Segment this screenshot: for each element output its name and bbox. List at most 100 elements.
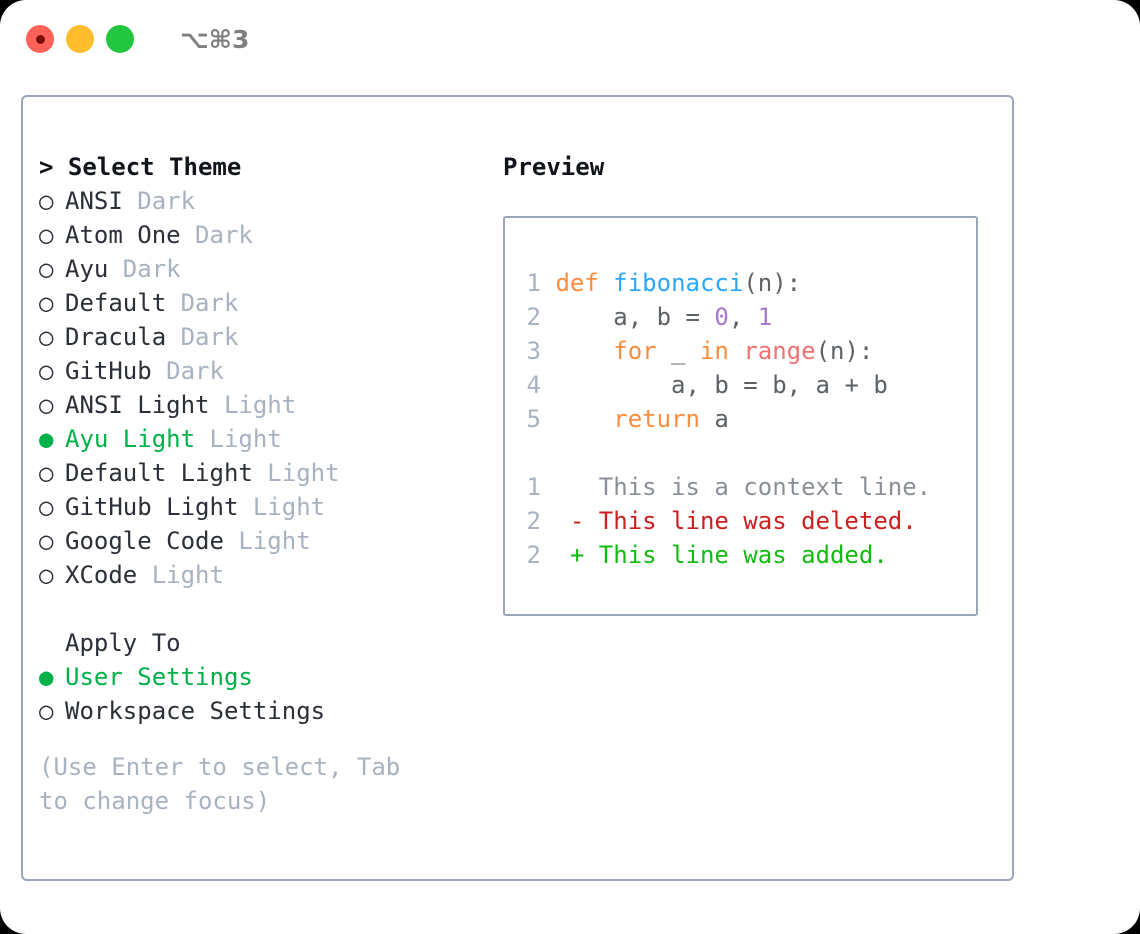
theme-name-label: ANSI xyxy=(65,187,138,215)
apply-to-list: ●User Settings ○ Workspace Settings xyxy=(39,660,469,728)
theme-list-item[interactable]: ○ANSI Dark xyxy=(39,184,469,218)
code-token xyxy=(555,405,613,433)
theme-name-label: XCode xyxy=(65,561,152,589)
radio-unselected-icon: ○ xyxy=(39,323,54,351)
theme-name-label: Ayu xyxy=(65,255,123,283)
main-panel: > Select Theme ○ANSI Dark○Atom One Dark○… xyxy=(21,95,1014,881)
radio-unselected-icon: ○ xyxy=(39,527,54,555)
code-line: 4 a, b = b, a + b xyxy=(519,368,976,402)
code-token xyxy=(729,337,743,365)
theme-variant-label: Dark xyxy=(180,323,239,351)
code-line: 1 def fibonacci(n): xyxy=(519,266,976,300)
radio-unselected-icon: ○ xyxy=(39,459,54,487)
diff-line: 2 + This line was added. xyxy=(519,538,976,572)
apply-to-label: Workspace Settings xyxy=(65,697,326,725)
radio-unselected-icon: ○ xyxy=(39,187,54,215)
close-button[interactable] xyxy=(26,25,54,53)
theme-variant-label: Light xyxy=(151,561,224,589)
radio-unselected-icon: ○ xyxy=(39,357,54,385)
code-token xyxy=(555,337,613,365)
minimize-button[interactable] xyxy=(66,25,94,53)
radio-selected-icon: ● xyxy=(39,425,54,453)
radio-unselected-icon: ○ xyxy=(39,561,54,589)
radio-unselected-icon: ○ xyxy=(39,391,54,419)
theme-list-item[interactable]: ○ Dracula Dark xyxy=(39,320,469,354)
theme-picker-column: > Select Theme ○ANSI Dark○Atom One Dark○… xyxy=(39,150,469,818)
radio-unselected-icon: ○ xyxy=(39,289,54,317)
line-number: 1 xyxy=(526,269,541,297)
code-token: a xyxy=(699,405,729,433)
radio-unselected-icon: ○ xyxy=(39,697,54,725)
theme-variant-label: Light xyxy=(223,391,297,419)
apply-to-item[interactable]: ○ Workspace Settings xyxy=(39,694,469,728)
apply-to-item[interactable]: ●User Settings xyxy=(39,660,469,694)
theme-list-item[interactable]: ○Google Code Light xyxy=(39,524,469,558)
code-token: def xyxy=(555,269,599,297)
code-token: a, b = b, a + b xyxy=(555,371,888,399)
theme-variant-label: Light xyxy=(252,493,326,521)
code-diff-separator xyxy=(519,436,976,470)
code-token: return xyxy=(613,405,700,433)
theme-name-label: GitHub Light xyxy=(65,493,253,521)
theme-variant-label: Dark xyxy=(180,289,239,317)
theme-variant-label: Dark xyxy=(195,221,253,249)
code-token: for xyxy=(613,337,657,365)
code-token: (n): xyxy=(815,337,874,365)
theme-name-label: Dracula xyxy=(65,323,181,351)
code-token: , xyxy=(728,303,758,331)
diff-sample: 1 This is a context line.2 - This line w… xyxy=(519,470,976,572)
radio-unselected-icon: ○ xyxy=(39,493,54,521)
code-token: _ xyxy=(656,337,700,365)
line-number: 2 xyxy=(526,303,541,331)
code-line: 5 return a xyxy=(519,402,976,436)
preview-title: Preview xyxy=(503,153,605,181)
theme-variant-label: Dark xyxy=(122,255,181,283)
code-token: 1 xyxy=(757,303,773,331)
title-bar: ⌥⌘3 xyxy=(0,0,1140,78)
apply-to-header: Apply To xyxy=(65,629,181,657)
theme-name-label: Atom One xyxy=(65,221,196,249)
apply-to-label: User Settings xyxy=(65,663,253,691)
theme-variant-label: Light xyxy=(267,459,340,487)
line-number: 2 xyxy=(526,541,541,569)
theme-picker-header: > Select Theme xyxy=(39,153,242,181)
theme-list-item[interactable]: ○ GitHub Light Light xyxy=(39,490,469,524)
code-line: 3 for _ in range(n): xyxy=(519,334,976,368)
theme-list-item[interactable]: ○ Ayu Dark xyxy=(39,252,469,286)
theme-name-label: Default Light xyxy=(65,459,268,487)
diff-line: 1 This is a context line. xyxy=(519,470,976,504)
theme-name-label: Default xyxy=(65,289,181,317)
line-number: 1 xyxy=(526,473,541,501)
code-token: in xyxy=(699,337,729,365)
theme-name-label: Google Code xyxy=(65,527,239,555)
theme-list-item[interactable]: ○ Default Light Light xyxy=(39,456,469,490)
theme-name-label: GitHub xyxy=(65,357,167,385)
radio-unselected-icon: ○ xyxy=(39,255,54,283)
theme-name-label: Ayu Light xyxy=(65,425,210,453)
radio-unselected-icon: ○ xyxy=(39,221,54,249)
theme-name-label: ANSI Light xyxy=(65,391,224,419)
theme-list-item[interactable]: ○ ANSI Light Light xyxy=(39,388,469,422)
theme-variant-label: Light xyxy=(209,425,282,453)
theme-list-item[interactable]: ○ Atom One Dark xyxy=(39,218,469,252)
keyboard-hint: (Use Enter to select, Tab to change focu… xyxy=(39,753,401,815)
code-token: a, b = xyxy=(555,303,715,331)
theme-variant-label: Dark xyxy=(166,357,224,385)
line-number: 4 xyxy=(526,371,541,399)
code-token xyxy=(599,269,613,297)
theme-list-item[interactable]: ○ Default Dark xyxy=(39,286,469,320)
diff-line-text: + This line was added. xyxy=(541,541,888,569)
theme-list: ○ ANSI Dark ○ Atom One Dark ○ Ayu Dark ○ Defaul… xyxy=(39,184,469,592)
code-line: 2 a, b = 0, 1 xyxy=(519,300,976,334)
diff-line: 2 - This line was deleted. xyxy=(519,504,976,538)
theme-list-item[interactable]: ○ XCode Light xyxy=(39,558,469,592)
maximize-button[interactable] xyxy=(106,25,134,53)
theme-list-item[interactable]: ● Ayu Light Light xyxy=(39,422,469,456)
diff-line-text: - This line was deleted. xyxy=(541,507,917,535)
line-number: 2 xyxy=(526,507,541,535)
theme-list-item[interactable]: ○ GitHub Dark xyxy=(39,354,469,388)
code-token: fibonacci xyxy=(613,269,744,297)
